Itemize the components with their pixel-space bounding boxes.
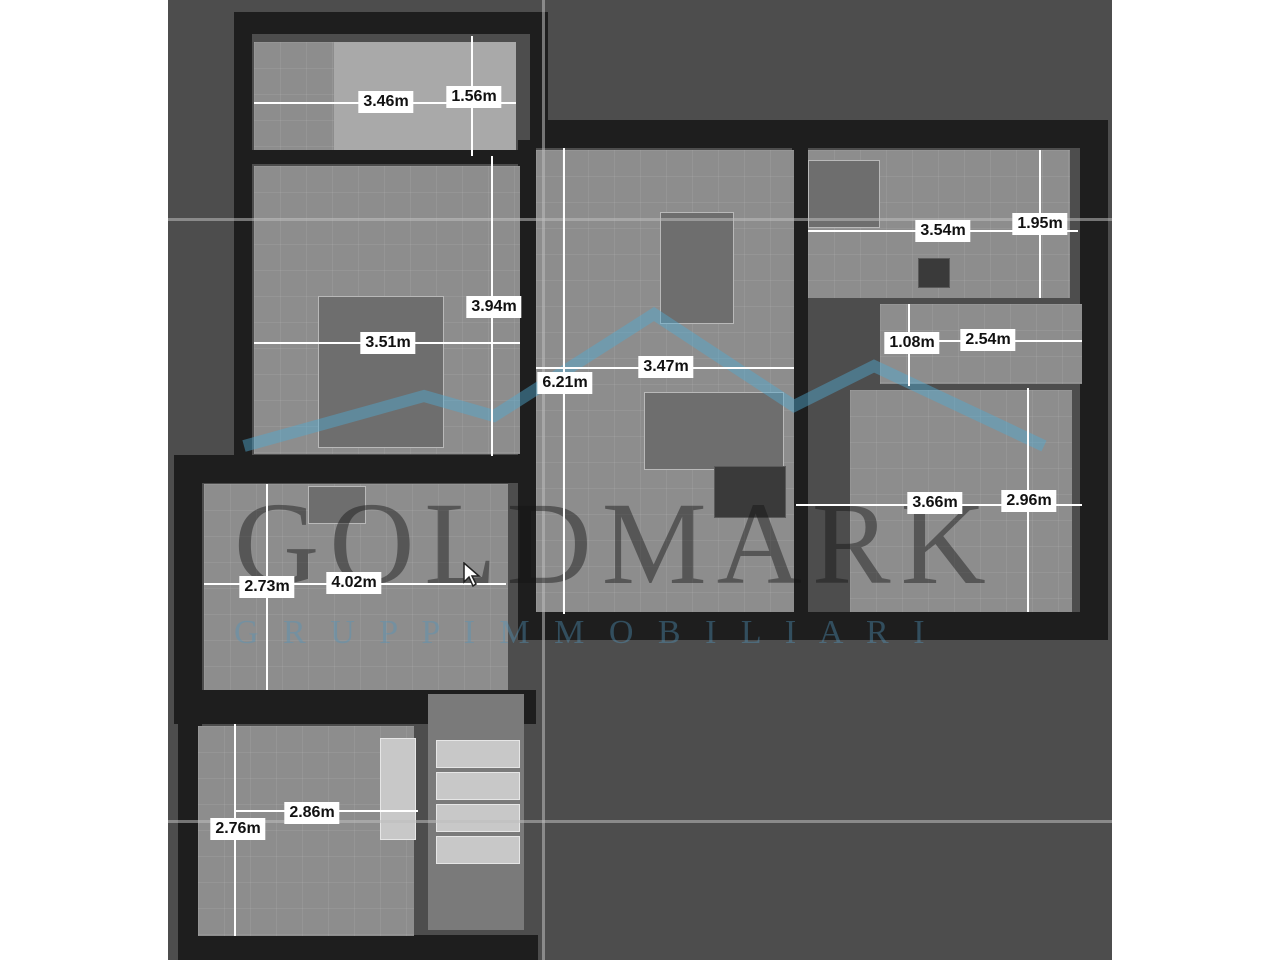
stair-step [436, 740, 520, 768]
dim-label-corridor-depth: 1.08m [884, 332, 940, 354]
grid-line [168, 820, 1112, 823]
bed [318, 296, 444, 448]
mouse-pointer-icon [463, 562, 481, 588]
wall-north-east [530, 120, 1108, 148]
stair-step [436, 836, 520, 864]
desk [918, 258, 950, 288]
dim-label-bath-depth: 1.56m [446, 86, 502, 108]
watermark-subtitle: G R U P P I M M O B I L I A R I [234, 614, 933, 651]
sofa [644, 392, 784, 470]
roof-logo-icon [242, 306, 1047, 452]
wall-bath-bedroom [252, 150, 532, 164]
grid-line [542, 0, 545, 960]
dim-label-corridor-width: 2.54m [960, 329, 1016, 351]
dim-label-room-e-depth: 2.96m [1001, 490, 1057, 512]
bed-west [308, 486, 366, 524]
dim-label-living-width: 3.47m [638, 356, 694, 378]
dim-label-living-depth: 6.21m [537, 372, 593, 394]
dim-label-room-sw-depth: 2.76m [210, 818, 266, 840]
wall-west-mid [174, 455, 202, 705]
wall-bedroom-west-room [174, 455, 534, 483]
armchair [808, 160, 880, 228]
stair-step [436, 804, 520, 832]
dim-label-room-ne-width: 3.54m [915, 220, 971, 242]
dim-label-room-w-depth: 2.73m [239, 576, 295, 598]
wall-east [1080, 120, 1108, 640]
wall-west-upper [234, 12, 252, 467]
dim-label-room-w-width: 4.02m [326, 572, 382, 594]
dining-table [660, 212, 734, 324]
dim-label-room-ne-depth: 1.95m [1012, 213, 1068, 235]
bathtub [380, 738, 416, 840]
stair-step [436, 772, 520, 800]
wall-living-partition [518, 140, 536, 640]
grid-line [168, 218, 1112, 221]
wall-east-partition [792, 140, 808, 620]
dim-label-bedroom-depth: 3.94m [466, 296, 522, 318]
dim-label-room-e-width: 3.66m [907, 492, 963, 514]
dim-label-bedroom-width: 3.51m [360, 332, 416, 354]
wall-south [530, 612, 1108, 640]
dim-label-room-sw-width: 2.86m [284, 802, 340, 824]
dim-label-bath-width: 3.46m [358, 91, 414, 113]
floor-plan-scan: GOLDMARK G R U P P I M M O B I L I A R I… [168, 0, 1112, 960]
wall-sw-bottom [178, 935, 538, 960]
wall-north-west [234, 12, 530, 34]
coffee-table [714, 466, 786, 518]
